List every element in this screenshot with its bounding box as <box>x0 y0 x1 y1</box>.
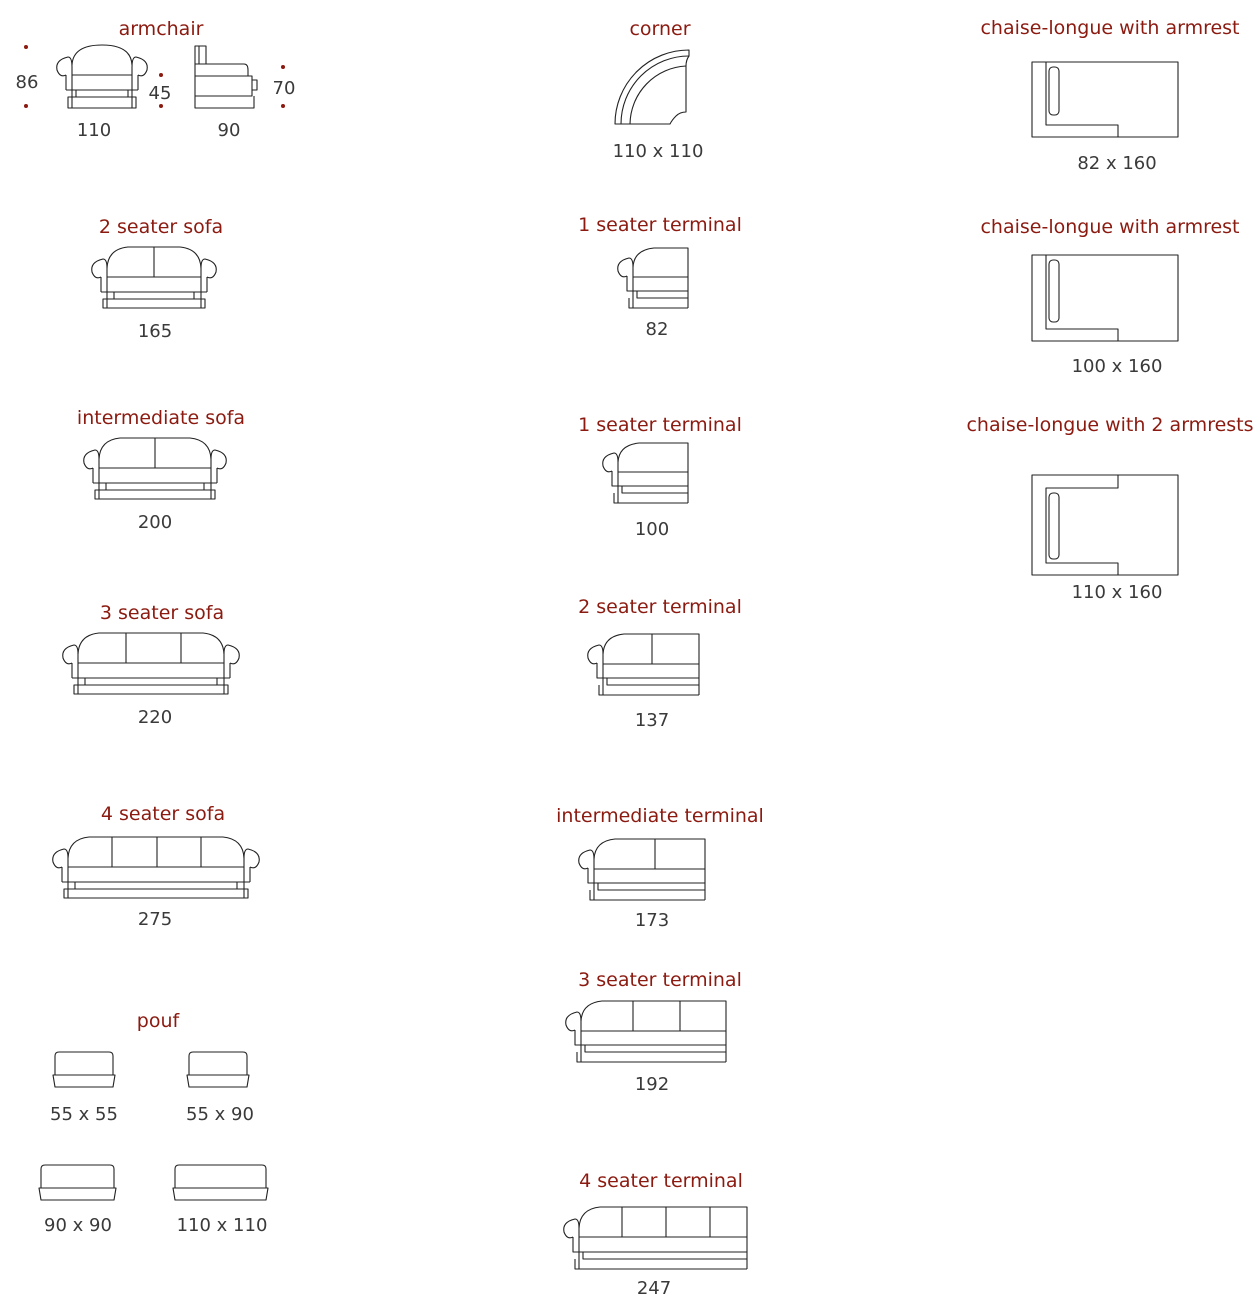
two-seater-sofa-title: 2 seater sofa <box>99 216 223 238</box>
one-seater-terminal-width: 100 <box>635 519 669 540</box>
one-seater-terminal-82-module: 1 seater terminal 82 <box>578 214 742 340</box>
armchair-front-drawing <box>56 44 148 109</box>
chaise-longue-size: 82 x 160 <box>1077 153 1156 174</box>
dimension-marker <box>159 73 163 77</box>
chaise-longue-size: 100 x 160 <box>1072 356 1163 377</box>
chaise-longue-title: chaise-longue with 2 armrests <box>966 414 1253 436</box>
intermediate-sofa-width: 200 <box>138 512 172 533</box>
three-seater-sofa-width: 220 <box>138 707 172 728</box>
four-seater-sofa-drawing <box>52 836 260 899</box>
four-seater-terminal-width: 247 <box>637 1278 671 1299</box>
corner-module: corner 110 x 110 <box>613 18 704 162</box>
one-seater-terminal-100-drawing <box>602 442 689 504</box>
dimension-marker <box>24 45 28 49</box>
armchair-module: armchair 86 110 45 90 70 <box>16 18 296 141</box>
four-seater-terminal-module: 4 seater terminal 247 <box>563 1170 748 1299</box>
one-seater-terminal-82-drawing <box>617 247 689 309</box>
three-seater-terminal-drawing <box>565 1000 727 1063</box>
chaise-longue-title: chaise-longue with armrest <box>980 17 1239 39</box>
two-seater-sofa-drawing <box>91 246 217 309</box>
pouf-55x90-drawing <box>186 1051 250 1088</box>
corner-title: corner <box>629 18 690 40</box>
three-seater-terminal-module: 3 seater terminal 192 <box>565 969 742 1095</box>
intermediate-sofa-drawing <box>83 437 227 500</box>
two-seater-sofa-width: 165 <box>138 321 172 342</box>
intermediate-terminal-module: intermediate terminal 173 <box>556 805 764 931</box>
pouf-55x55-drawing <box>52 1051 116 1088</box>
dimension-marker <box>281 104 285 108</box>
one-seater-terminal-100-module: 1 seater terminal 100 <box>578 414 742 540</box>
pouf-size-label: 110 x 110 <box>177 1215 268 1236</box>
two-seater-terminal-drawing <box>587 633 700 696</box>
four-seater-sofa-width: 275 <box>138 909 172 930</box>
chaise-longue-title: chaise-longue with armrest <box>980 216 1239 238</box>
armchair-seat-height: 45 <box>149 83 172 104</box>
intermediate-terminal-title: intermediate terminal <box>556 805 764 827</box>
corner-drawing <box>614 49 690 125</box>
two-seater-terminal-module: 2 seater terminal 137 <box>578 596 742 731</box>
armchair-width: 110 <box>77 120 111 141</box>
chaise-longue-size: 110 x 160 <box>1072 582 1163 603</box>
corner-size: 110 x 110 <box>613 141 704 162</box>
three-seater-sofa-title: 3 seater sofa <box>100 602 224 624</box>
armchair-side-drawing <box>194 45 258 109</box>
pouf-size-label: 90 x 90 <box>44 1215 112 1236</box>
one-seater-terminal-title: 1 seater terminal <box>578 414 742 436</box>
chaise-longue-82-drawing <box>1031 61 1179 138</box>
intermediate-terminal-width: 173 <box>635 910 669 931</box>
dimension-marker <box>159 104 163 108</box>
dimension-marker <box>281 65 285 69</box>
pouf-title: pouf <box>137 1010 181 1032</box>
one-seater-terminal-width: 82 <box>646 319 669 340</box>
three-seater-sofa-module: 3 seater sofa 220 <box>62 602 240 728</box>
three-seater-terminal-title: 3 seater terminal <box>578 969 742 991</box>
chaise-longue-110-drawing <box>1031 474 1179 576</box>
four-seater-terminal-title: 4 seater terminal <box>579 1170 743 1192</box>
three-seater-terminal-width: 192 <box>635 1074 669 1095</box>
chaise-longue-100-drawing <box>1031 254 1179 342</box>
intermediate-sofa-module: intermediate sofa 200 <box>77 407 245 533</box>
intermediate-terminal-drawing <box>578 838 706 901</box>
armchair-total-height: 86 <box>16 72 39 93</box>
intermediate-sofa-title: intermediate sofa <box>77 407 245 429</box>
chaise-longue-82-module: chaise-longue with armrest 82 x 160 <box>980 17 1239 174</box>
armchair-title: armchair <box>119 18 204 40</box>
pouf-size-label: 55 x 55 <box>50 1104 118 1125</box>
pouf-110x110-drawing <box>172 1164 269 1201</box>
pouf-size-label: 55 x 90 <box>186 1104 254 1125</box>
pouf-module: pouf 55 x 55 55 x 90 90 x 90 110 x 110 <box>38 1010 269 1236</box>
two-seater-terminal-title: 2 seater terminal <box>578 596 742 618</box>
four-seater-terminal-drawing <box>563 1206 748 1270</box>
pouf-90x90-drawing <box>38 1164 117 1201</box>
four-seater-sofa-title: 4 seater sofa <box>101 803 225 825</box>
four-seater-sofa-module: 4 seater sofa 275 <box>52 803 260 930</box>
chaise-longue-110-module: chaise-longue with 2 armrests 110 x 160 <box>966 414 1253 603</box>
two-seater-sofa-module: 2 seater sofa 165 <box>91 216 223 342</box>
chaise-longue-100-module: chaise-longue with armrest 100 x 160 <box>980 216 1239 377</box>
three-seater-sofa-drawing <box>62 632 240 695</box>
two-seater-terminal-width: 137 <box>635 710 669 731</box>
dimension-marker <box>24 104 28 108</box>
armchair-arm-height: 70 <box>273 78 296 99</box>
armchair-depth: 90 <box>218 120 241 141</box>
one-seater-terminal-title: 1 seater terminal <box>578 214 742 236</box>
